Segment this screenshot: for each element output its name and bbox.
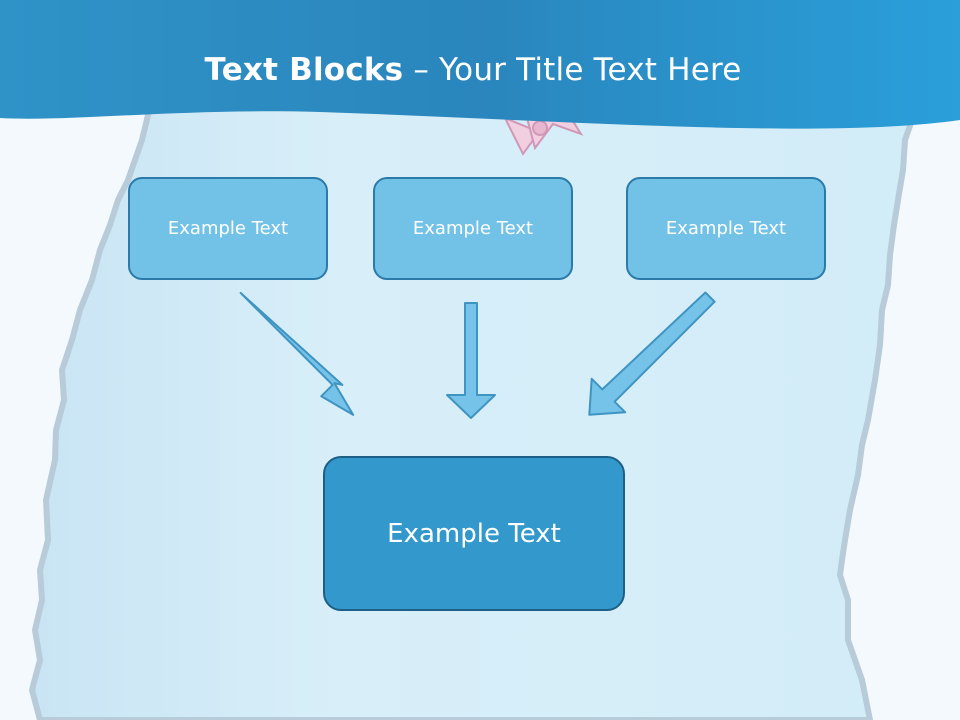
- text-block-label: Example Text: [412, 218, 534, 239]
- header-band: [0, 0, 960, 129]
- text-block-label: Example Text: [387, 518, 561, 549]
- title-dash: –: [403, 52, 440, 88]
- text-block-top-right[interactable]: Example Text: [626, 177, 826, 280]
- text-block-top-center[interactable]: Example Text: [373, 177, 573, 280]
- ribbon-decoration: [502, 116, 584, 156]
- title-bold-part: Text Blocks: [204, 52, 404, 88]
- slide-title: Text Blocks – Your Title Text Here: [0, 52, 946, 88]
- text-block-result[interactable]: Example Text: [323, 456, 625, 611]
- text-block-label: Example Text: [167, 218, 289, 239]
- text-block-top-left[interactable]: Example Text: [128, 177, 328, 280]
- text-block-label: Example Text: [665, 218, 787, 239]
- title-text-part: Your Title Text Here: [439, 52, 742, 88]
